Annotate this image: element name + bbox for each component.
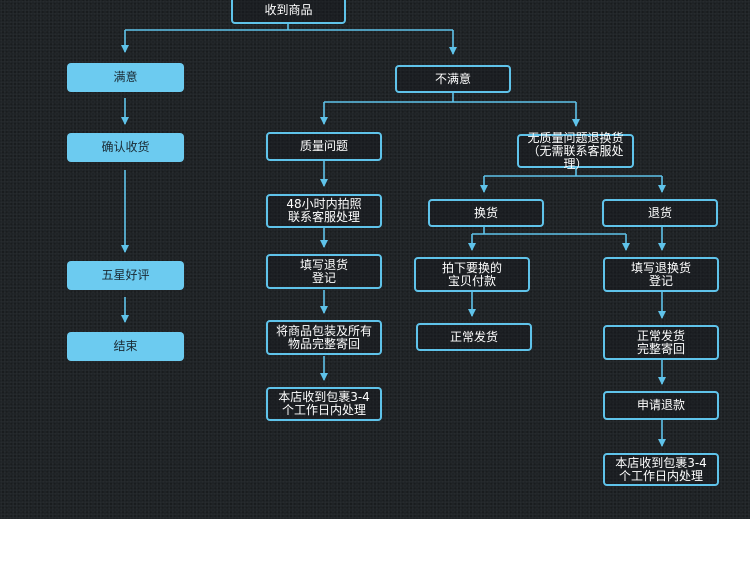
node-contact-within-48h: 48小时内拍照 联系客服处理 bbox=[266, 194, 382, 228]
flowchart-canvas: 收到商品 满意 确认收货 五星好评 结束 不满意 质量问题 48小时内拍照 联系… bbox=[0, 0, 750, 519]
node-fill-return-form: 填写退货 登记 bbox=[266, 254, 382, 289]
node-ship-back: 正常发货 完整寄回 bbox=[603, 325, 719, 360]
node-fill-exchange-form: 填写退换货 登记 bbox=[603, 257, 719, 292]
node-apply-refund: 申请退款 bbox=[603, 391, 719, 420]
node-satisfied: 满意 bbox=[67, 63, 184, 92]
node-pack-and-return: 将商品包装及所有 物品完整寄回 bbox=[266, 320, 382, 355]
node-confirm-receipt: 确认收货 bbox=[67, 133, 184, 162]
node-no-quality-issue: 无质量问题退换货 （无需联系客服处理） bbox=[517, 131, 634, 170]
node-end: 结束 bbox=[67, 332, 184, 361]
node-normal-ship: 正常发货 bbox=[416, 323, 532, 351]
node-store-processing-right: 本店收到包裹3-4 个工作日内处理 bbox=[603, 453, 719, 486]
node-unsatisfied: 不满意 bbox=[395, 65, 511, 93]
node-quality-issue: 质量问题 bbox=[266, 132, 382, 161]
node-exchange: 换货 bbox=[428, 199, 544, 227]
node-return: 退货 bbox=[602, 199, 718, 227]
node-five-star-review: 五星好评 bbox=[67, 261, 184, 290]
node-received: 收到商品 bbox=[231, 0, 346, 24]
connector-lines bbox=[121, 24, 666, 447]
node-store-processing-left: 本店收到包裹3-4 个工作日内处理 bbox=[266, 387, 382, 421]
node-order-replacement: 拍下要换的 宝贝付款 bbox=[414, 257, 530, 292]
